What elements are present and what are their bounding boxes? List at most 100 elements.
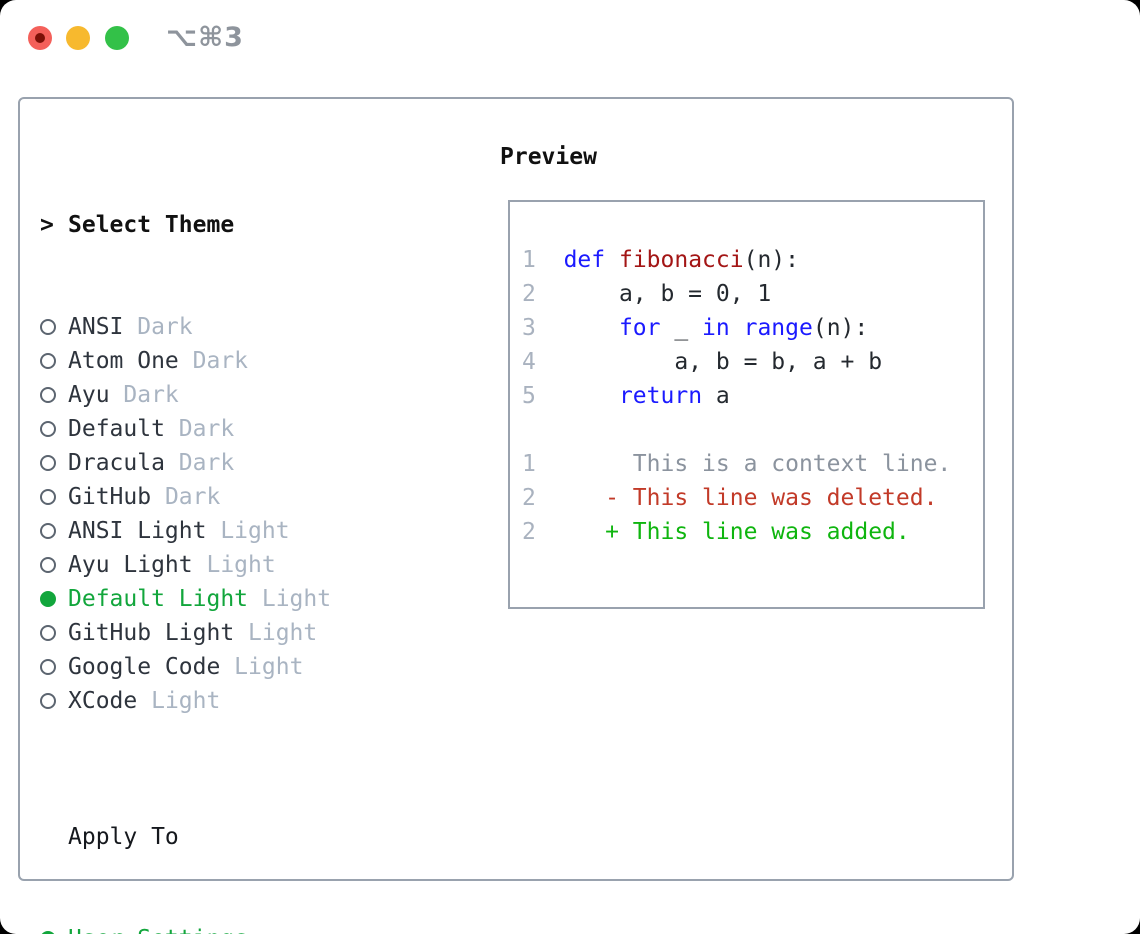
fn-token: fibonacci (618, 247, 744, 273)
theme-name: XCode (68, 688, 138, 714)
plain-token: a, b = b, a + b (535, 349, 883, 375)
theme-variant: Dark (178, 348, 249, 374)
radio-unselected-icon (40, 659, 56, 675)
theme-option-github[interactable]: GitHub Dark (40, 480, 428, 514)
theme-name: Ayu (68, 382, 110, 408)
radio-unselected-icon (40, 557, 56, 573)
select-theme-title-row: > Select Theme (40, 208, 428, 242)
window-titlebar: ⌥⌘3 (0, 0, 1140, 76)
close-button[interactable] (28, 26, 52, 50)
theme-option-xcode[interactable]: XCode Light (40, 684, 428, 718)
apply-to-list: User SettingsWorkspace Settings (40, 922, 428, 934)
theme-variant: Light (137, 688, 221, 714)
apply-option-user-settings[interactable]: User Settings (40, 922, 428, 934)
ctx-token: This is a context line. (535, 451, 952, 477)
code-line: 4 a, b = b, a + b (522, 345, 983, 379)
theme-name: Ayu Light (68, 552, 193, 578)
kw-token: for (618, 315, 661, 341)
theme-variant: Dark (109, 382, 179, 408)
radio-slot (40, 446, 68, 480)
theme-variant: Light (192, 552, 276, 578)
radio-unselected-icon (40, 693, 56, 709)
radio-unselected-icon (40, 489, 56, 505)
zoom-button[interactable] (105, 26, 129, 50)
kw-token: def (563, 247, 606, 273)
kw-token: in (702, 315, 730, 341)
plain-token (536, 485, 605, 511)
theme-option-default-light[interactable]: Default Light Light (40, 582, 428, 616)
theme-option-ayu[interactable]: Ayu Dark (40, 378, 428, 412)
code-line: 2 - This line was deleted. (522, 481, 983, 515)
theme-option-ansi-light[interactable]: ANSI Light Light (40, 514, 428, 548)
radio-unselected-icon (40, 387, 56, 403)
theme-option-atom-one[interactable]: Atom One Dark (40, 344, 428, 378)
plain-token: _ (660, 315, 703, 341)
plain-token (536, 247, 564, 273)
theme-name: ANSI Light (68, 518, 207, 544)
radio-slot (40, 344, 68, 378)
code-line: 1 def fibonacci(n): (522, 243, 983, 277)
theme-variant: Light (248, 586, 332, 612)
theme-option-ansi[interactable]: ANSI Dark (40, 310, 428, 344)
theme-name: Default (68, 416, 165, 442)
select-theme-title: Select Theme (68, 212, 235, 238)
radio-slot (40, 378, 68, 412)
kw-token: return (618, 383, 703, 409)
theme-name: Default Light (68, 586, 249, 612)
radio-slot (40, 922, 68, 934)
radio-slot (40, 480, 68, 514)
theme-name: GitHub Light (68, 620, 235, 646)
theme-name: ANSI (68, 314, 124, 340)
theme-variant: Light (220, 654, 304, 680)
apply-option-label: User Settings (68, 926, 248, 934)
radio-slot (40, 650, 68, 684)
line-number: 2 (522, 281, 536, 307)
code-line (522, 413, 983, 447)
plain-token: a, b = 0, 1 (535, 281, 772, 307)
radio-selected-icon (40, 591, 56, 607)
code-line: 3 for _ in range(n): (522, 311, 983, 345)
line-number: 2 (522, 519, 536, 545)
radio-slot (40, 412, 68, 446)
theme-name: Dracula (68, 450, 165, 476)
minimize-button[interactable] (66, 26, 90, 50)
theme-name: GitHub (68, 484, 152, 510)
plain-token (605, 247, 619, 273)
plain-token: (n): (743, 247, 799, 273)
radio-unselected-icon (40, 455, 56, 471)
plain-token (536, 519, 605, 545)
plain-token (536, 315, 619, 341)
theme-option-default[interactable]: Default Dark (40, 412, 428, 446)
theme-variant: Light (234, 620, 318, 646)
plain-token (730, 315, 744, 341)
line-number: 2 (522, 485, 536, 511)
apply-to-title: Apply To (68, 824, 179, 850)
selection-caret-icon: > (40, 212, 54, 238)
theme-option-ayu-light[interactable]: Ayu Light Light (40, 548, 428, 582)
radio-slot (40, 684, 68, 718)
theme-option-google-code[interactable]: Google Code Light (40, 650, 428, 684)
kw-token: range (743, 315, 813, 341)
code-line: 2 a, b = 0, 1 (522, 277, 983, 311)
line-number: 1 (522, 451, 536, 477)
apply-to-title-row: Apply To (40, 820, 428, 854)
line-number: 5 (522, 383, 536, 409)
code-line: 1 This is a context line. (522, 447, 983, 481)
line-number: 3 (522, 315, 536, 341)
keyboard-shortcut-label: ⌥⌘3 (166, 22, 244, 53)
theme-option-github-light[interactable]: GitHub Light Light (40, 616, 428, 650)
radio-slot (40, 310, 68, 344)
radio-slot (40, 582, 68, 616)
theme-variant: Dark (164, 450, 235, 476)
plain-token: (n): (812, 315, 869, 341)
theme-option-dracula[interactable]: Dracula Dark (40, 446, 428, 480)
line-number: 4 (522, 349, 536, 375)
radio-slot (40, 514, 68, 548)
radio-unselected-icon (40, 625, 56, 641)
theme-variant: Light (206, 518, 290, 544)
line-number: 1 (522, 247, 536, 273)
